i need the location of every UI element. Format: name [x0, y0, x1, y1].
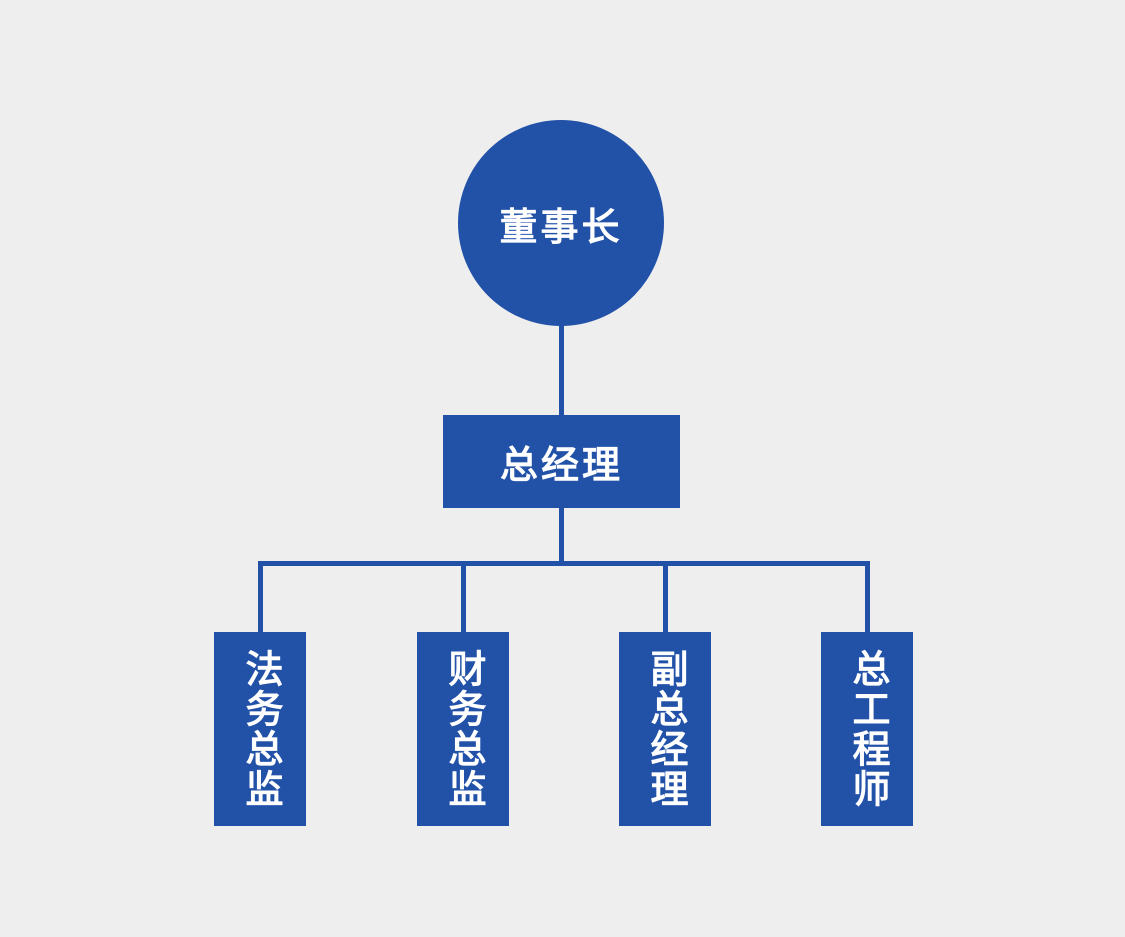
node-finance-director-label: 财务总监 — [442, 649, 484, 809]
connector-root-to-manager — [559, 324, 564, 416]
node-chief-engineer-label: 总工程师 — [846, 649, 888, 809]
node-deputy-general-manager: 副总经理 — [619, 632, 711, 826]
connector-drop-deputy-manager — [663, 561, 668, 632]
node-legal-director: 法务总监 — [214, 632, 306, 826]
node-finance-director: 财务总监 — [417, 632, 509, 826]
connector-drop-finance-director — [461, 561, 466, 632]
node-general-manager: 总经理 — [443, 415, 680, 508]
connector-manager-stem — [559, 508, 564, 566]
node-general-manager-label: 总经理 — [499, 445, 623, 487]
node-chairman-label: 董事长 — [499, 206, 623, 249]
node-chief-engineer: 总工程师 — [821, 632, 913, 826]
connector-horizontal-bar — [258, 561, 870, 566]
connector-drop-legal-director — [258, 561, 263, 632]
node-legal-director-label: 法务总监 — [239, 649, 281, 809]
node-deputy-general-manager-label: 副总经理 — [644, 649, 686, 809]
node-chairman: 董事长 — [458, 120, 664, 326]
connector-drop-chief-engineer — [865, 561, 870, 632]
